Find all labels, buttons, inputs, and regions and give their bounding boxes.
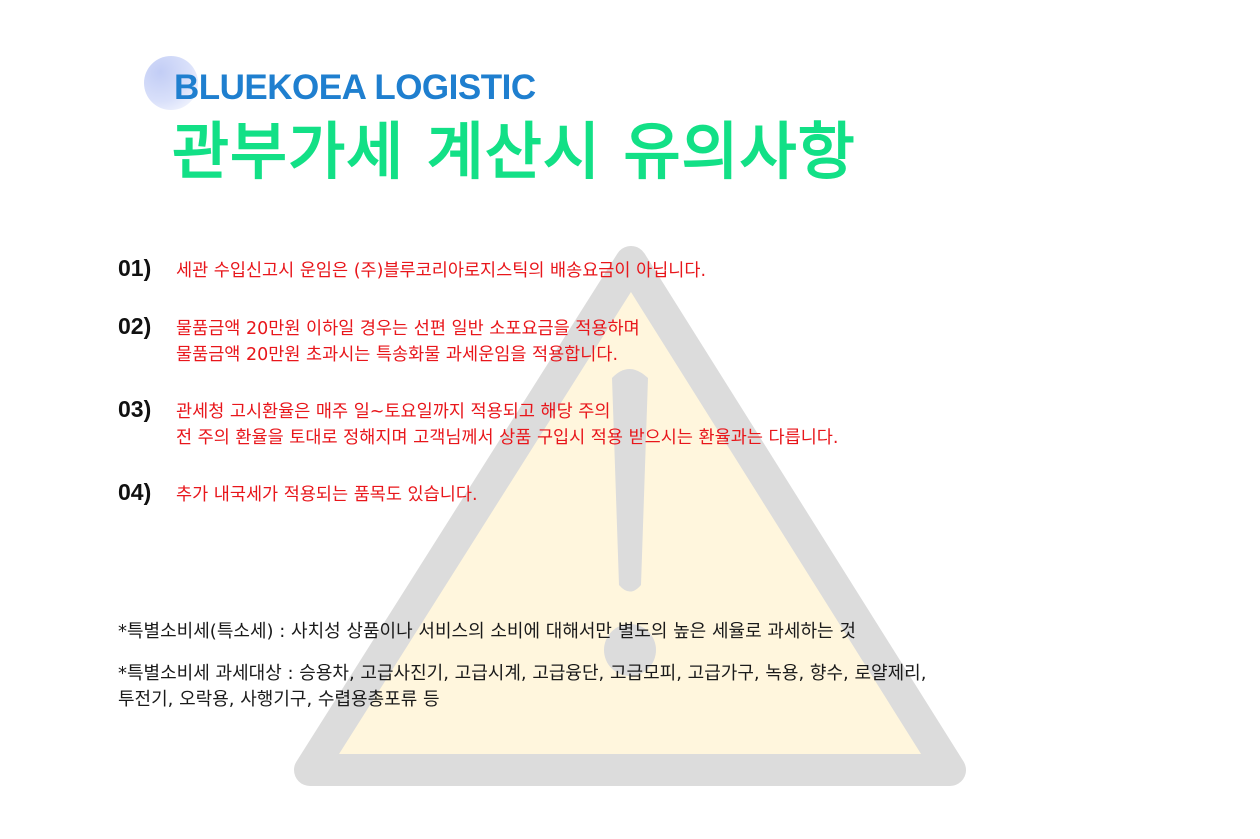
- footnote-taxable-items: *특별소비세 과세대상 : 승용차, 고급사진기, 고급시계, 고급융단, 고급…: [118, 663, 927, 684]
- logo-bubble-decoration: [144, 56, 198, 110]
- notice-number: 02): [118, 313, 152, 339]
- notice-line: 추가 내국세가 적용되는 품목도 있습니다.: [176, 485, 478, 505]
- footnote-taxable-items-continued: 투전기, 오락용, 사행기구, 수렵용총포류 등: [118, 689, 440, 710]
- notice-line: 관세청 고시환율은 매주 일~토요일까지 적용되고 해당 주의: [176, 402, 611, 422]
- notice-line: 전 주의 환율을 토대로 정해지며 고객님께서 상품 구입시 적용 받으시는 환…: [176, 428, 839, 448]
- notice-line: 세관 수입신고시 운임은 (주)블루코리아로지스틱의 배송요금이 아닙니다.: [176, 261, 707, 281]
- notice-line: 물품금액 20만원 이하일 경우는 선편 일반 소포요금을 적용하며: [176, 319, 640, 339]
- notice-number: 01): [118, 255, 152, 281]
- brand-name: BLUEKOEA LOGISTIC: [174, 68, 536, 107]
- notice-number: 03): [118, 396, 152, 422]
- notice-line: 물품금액 20만원 초과시는 특송화물 과세운임을 적용합니다.: [176, 345, 619, 365]
- footnote-definition: *특별소비세(특소세) : 사치성 상품이나 서비스의 소비에 대해서만 별도의…: [118, 621, 856, 642]
- notice-number: 04): [118, 479, 152, 505]
- page-title: 관부가세 계산시 유의사항: [172, 115, 856, 188]
